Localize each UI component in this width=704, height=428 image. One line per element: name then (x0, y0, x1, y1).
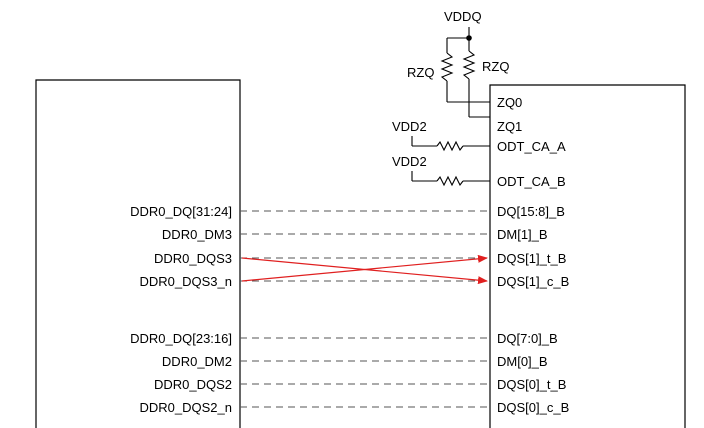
rzq-right-label: RZQ (482, 59, 509, 74)
pin-zq0: ZQ0 (497, 95, 522, 110)
rzq-right-resistor (462, 38, 490, 118)
vdd2-bottom-label: VDD2 (392, 154, 427, 169)
right-signal-3: DQS[1]_c_B (497, 274, 569, 289)
left-signal-1: DDR0_DM3 (162, 227, 232, 242)
rzq-left-label: RZQ (407, 65, 434, 80)
left-signal-5: DDR0_DM2 (162, 354, 232, 369)
vddq-label: VDDQ (444, 9, 482, 24)
right-signal-7: DQS[0]_c_B (497, 400, 569, 415)
left-signal-7: DDR0_DQS2_n (140, 400, 233, 415)
pin-odt-ca-b: ODT_CA_B (497, 174, 566, 189)
right-signal-2: DQS[1]_t_B (497, 251, 566, 266)
left-signal-labels: DDR0_DQ[31:24] DDR0_DM3 DDR0_DQS3 DDR0_D… (130, 204, 232, 415)
left-chip (35, 79, 241, 428)
right-signal-1: DM[1]_B (497, 227, 548, 242)
pin-zq1: ZQ1 (497, 119, 522, 134)
dashed-connections (240, 210, 490, 408)
left-signal-4: DDR0_DQ[23:16] (130, 331, 232, 346)
right-signal-0: DQ[15:8]_B (497, 204, 565, 219)
zq-network: VDDQ RZQ RZQ (407, 9, 509, 118)
left-signal-0: DDR0_DQ[31:24] (130, 204, 232, 219)
crossover-arrow-dqs3n-to-t (241, 254, 488, 282)
right-chip (489, 84, 686, 428)
pin-odt-ca-a: ODT_CA_A (497, 139, 566, 154)
odt-b-network: VDD2 (392, 154, 490, 187)
odt-a-network: VDD2 (392, 119, 490, 152)
left-signal-6: DDR0_DQS2 (154, 377, 232, 392)
right-signal-labels: DQ[15:8]_B DM[1]_B DQS[1]_t_B DQS[1]_c_B… (497, 204, 569, 415)
left-signal-2: DDR0_DQS3 (154, 251, 232, 266)
dqs-crossover (241, 254, 488, 285)
vdd2-top-label: VDD2 (392, 119, 427, 134)
left-signal-3: DDR0_DQS3_n (140, 274, 233, 289)
right-signal-5: DM[0]_B (497, 354, 548, 369)
right-signal-6: DQS[0]_t_B (497, 377, 566, 392)
right-signal-4: DQ[7:0]_B (497, 331, 558, 346)
